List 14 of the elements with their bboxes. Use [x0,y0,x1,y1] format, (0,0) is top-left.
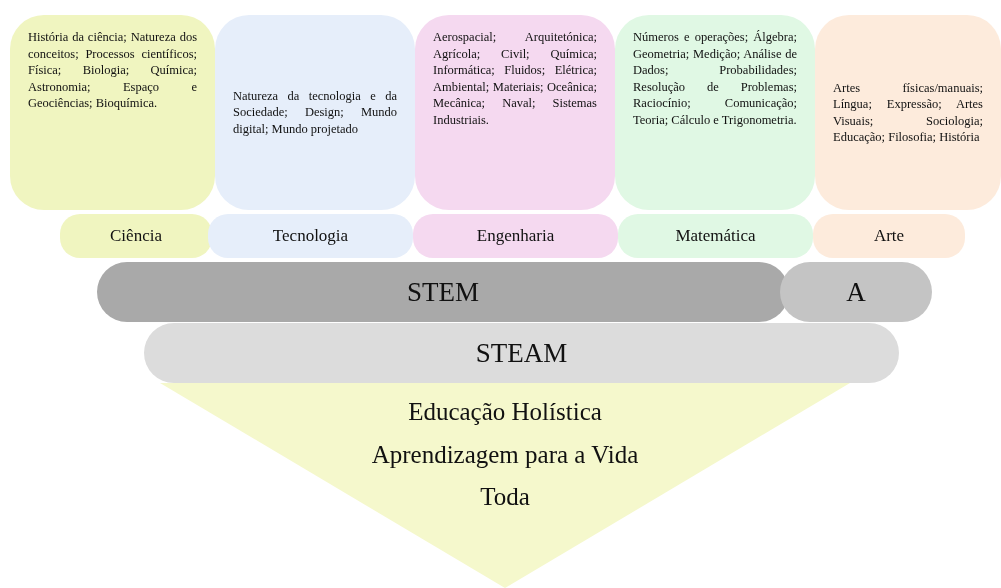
category-label: Arte [813,214,965,258]
category-label: Ciência [60,214,212,258]
category-label: Matemática [618,214,813,258]
topic-card: Números e operações; Álgebra; Geometria; Medição; Análise de Dados; Probabilidades; Resolução de Problemas; Raciocínio; Comunicação; Teoria; Cálculo e Trigonometria. [615,15,815,210]
layer-bar: STEAM [144,323,899,383]
topic-card: Artes físicas/manuais; Língua; Expressão; Artes Visuais; Sociologia; Educação; Filosofia; História [815,15,1001,210]
heading-text: Educação Holística [408,397,602,427]
layer-bar: A [780,262,932,322]
topic-card: História da ciência; Natureza dos conceitos; Processos científicos; Física; Biologia; Química; Astronomia; Espaço e Geociências; Bioquímica. [10,15,215,210]
category-label: Tecnologia [208,214,413,258]
category-label: Engenharia [413,214,618,258]
body-text: Aprendizagem para a Vida Toda [370,439,640,512]
topic-card: Natureza da tecnologia e da Sociedade; Design; Mundo digital; Mundo projetado [215,15,415,210]
topic-card: Aerospacial; Arquitetónica; Agrícola; Civil; Química; Informática; Fluidos; Elétrica; Ambiental; Materiais; Oceânica; Mecânica; Naval; Sistemas Industriais. [415,15,615,210]
